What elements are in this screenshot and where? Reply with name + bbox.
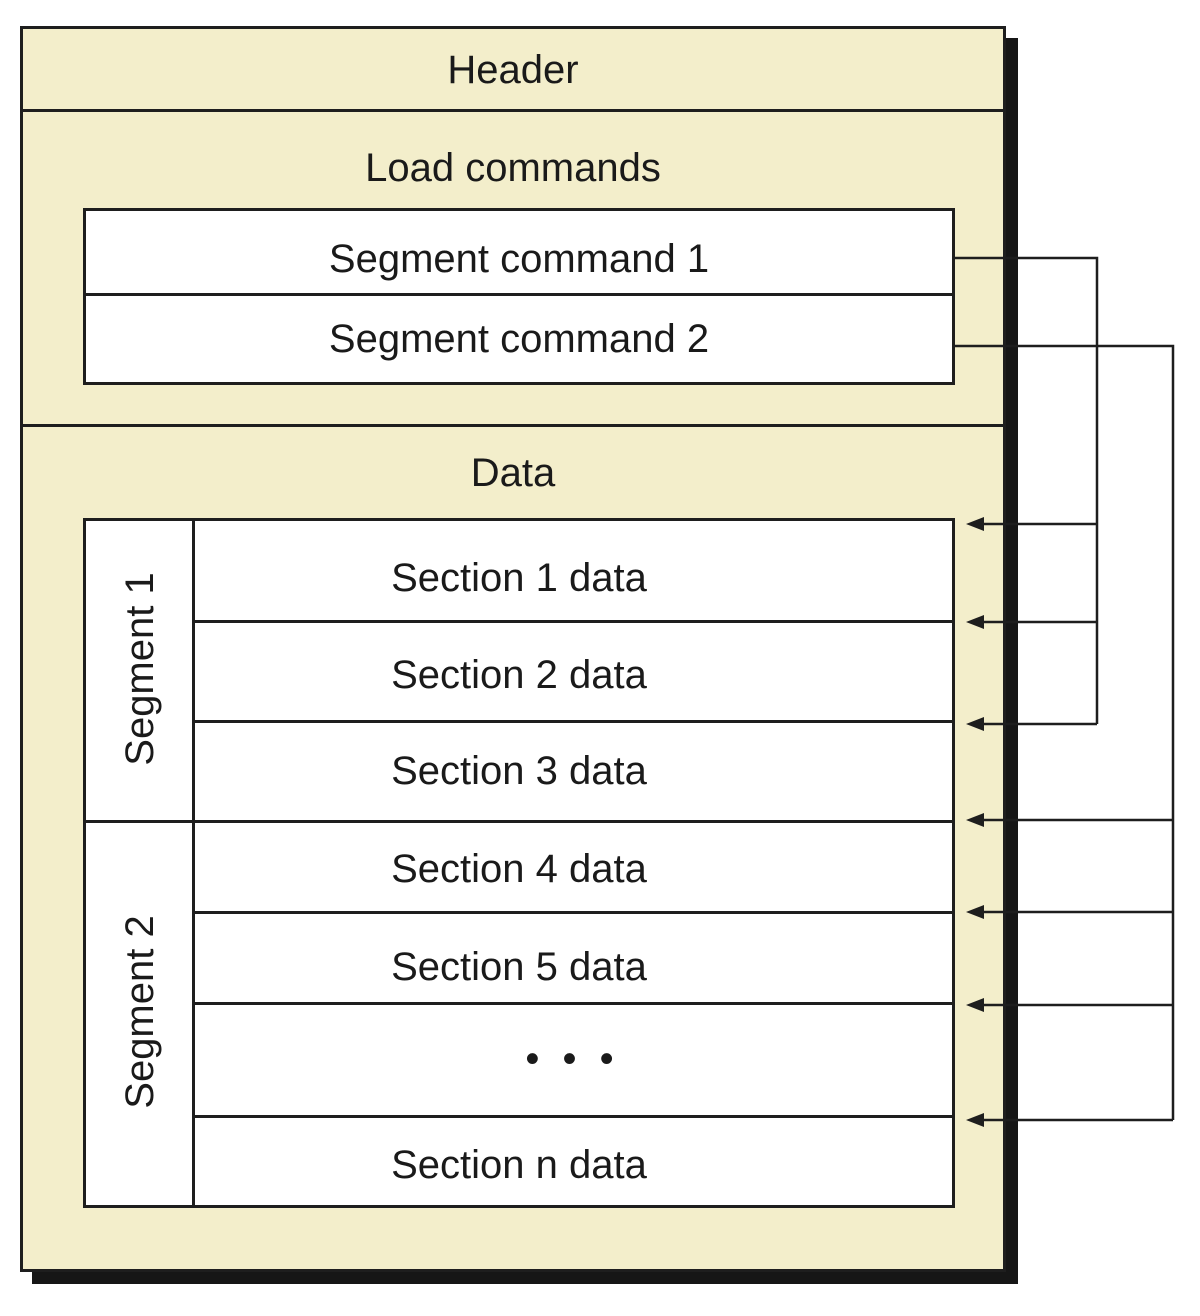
arrowhead-section-4 [966,813,984,827]
load-commands-divider [20,424,1006,427]
arrowhead-section-n [966,1113,984,1127]
data-box [83,518,955,1208]
section-3-label: Section 3 data [391,749,647,793]
section-divider [192,620,955,623]
segment-command-1-label: Segment command 1 [328,237,710,281]
segment-command-divider [83,293,955,296]
section-n-label: Section n data [391,1143,647,1187]
section-divider [192,720,955,723]
arrowhead-ellipsis [966,998,984,1012]
section-divider [192,820,955,823]
section-divider [192,1115,955,1118]
data-label: Data [470,451,556,495]
section-5-label: Section 5 data [391,945,647,989]
section-divider [192,911,955,914]
segment-column-divider [192,518,195,1208]
section-divider [192,1002,955,1005]
header-divider [20,109,1006,112]
section-1-label: Section 1 data [391,556,647,600]
arrowhead-section-5 [966,905,984,919]
arrowhead-section-2 [966,615,984,629]
section-2-label: Section 2 data [391,653,647,697]
section-4-label: Section 4 data [391,847,647,891]
segment-split-line [83,820,193,823]
arrowhead-section-1 [966,517,984,531]
load-commands-label: Load commands [365,146,661,190]
segment-command-1-connector [955,256,1099,724]
load-commands-box [83,208,955,385]
segment-command-2-connector [955,344,1175,1120]
segment-command-2-label: Segment command 2 [328,317,710,361]
arrowhead-section-3 [966,717,984,731]
header-label: Header [447,48,579,92]
ellipsis-row: • • • [525,1037,620,1081]
